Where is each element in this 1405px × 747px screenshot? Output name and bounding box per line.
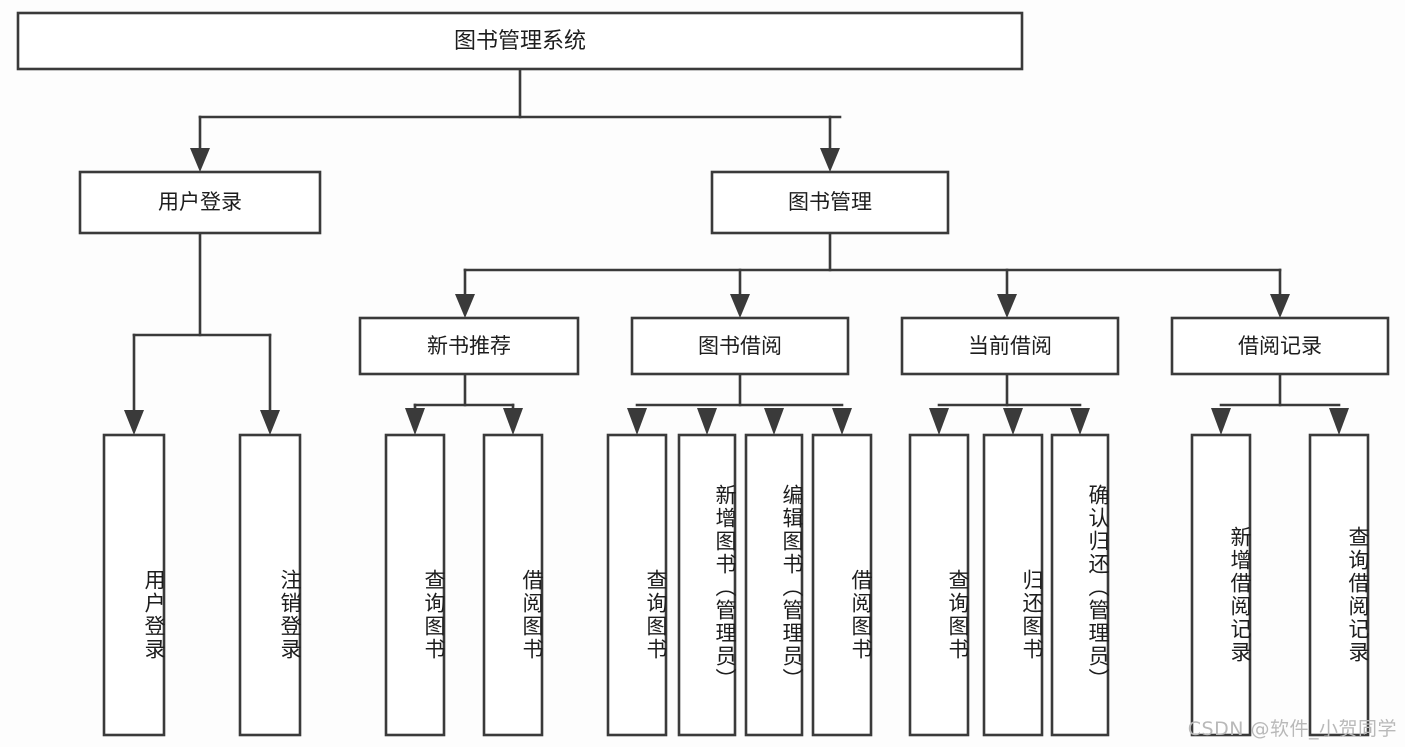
arrow-head-record-l2 bbox=[1329, 408, 1349, 435]
node-book-borrow-label: 图书借阅 bbox=[698, 334, 782, 358]
arrow-head-user-leaf2 bbox=[260, 410, 280, 435]
node-current-borrow-label: 当前借阅 bbox=[968, 334, 1052, 358]
leaf-rect-edit-book-admin[interactable] bbox=[744, 433, 804, 737]
node-borrow-record[interactable]: 借阅记录 bbox=[1170, 316, 1390, 376]
node-user-login[interactable]: 用户登录 bbox=[78, 170, 322, 235]
leaf-rect-borrow-book-rec[interactable] bbox=[482, 433, 544, 737]
connector-group-new-book bbox=[405, 372, 523, 435]
node-user-login-rect[interactable] bbox=[78, 170, 322, 235]
arrow-head-bookmgmt-c4 bbox=[1270, 294, 1290, 318]
arrow-head-current-l3 bbox=[1070, 408, 1090, 435]
connector-group-root bbox=[190, 67, 842, 172]
leaf-rect-borrow-book[interactable] bbox=[811, 433, 873, 737]
leaf-rect-return-book[interactable] bbox=[982, 433, 1044, 737]
leaf-node-rects bbox=[102, 433, 1370, 737]
arrow-head-current-l1 bbox=[929, 408, 949, 435]
node-new-book-recommend-rect[interactable] bbox=[358, 316, 580, 376]
arrow-head-user-leaf1 bbox=[124, 410, 144, 435]
csdn-watermark: CSDN @软件_小贺同学 bbox=[1187, 718, 1397, 740]
arrow-head-borrow-l4 bbox=[832, 408, 852, 435]
leaf-rect-query-book-borrow[interactable] bbox=[606, 433, 668, 737]
arrow-head-borrow-l1 bbox=[627, 408, 647, 435]
node-book-borrow-rect[interactable] bbox=[630, 316, 850, 376]
node-borrow-record-rect[interactable] bbox=[1170, 316, 1390, 376]
leaf-rect-query-book-current[interactable] bbox=[908, 433, 970, 737]
connector-group-current-borrow bbox=[929, 372, 1090, 435]
connector-group-user-login bbox=[124, 231, 280, 435]
node-book-management[interactable]: 图书管理 bbox=[710, 170, 950, 235]
arrow-head-record-l1 bbox=[1211, 408, 1231, 435]
arrow-head-newbook-l1 bbox=[405, 408, 425, 435]
node-current-borrow[interactable]: 当前借阅 bbox=[900, 316, 1120, 376]
arrow-head-root-to-user bbox=[190, 148, 210, 172]
node-root-rect[interactable] bbox=[16, 11, 1024, 71]
leaf-rect-query-book-rec[interactable] bbox=[384, 433, 446, 737]
arrow-head-bookmgmt-c2 bbox=[730, 294, 750, 318]
leaf-rect-add-book-admin[interactable] bbox=[677, 433, 737, 737]
leaf-rect-user-login[interactable] bbox=[102, 433, 166, 737]
leaf-rect-add-borrow-record[interactable] bbox=[1190, 433, 1252, 737]
arrow-head-current-l2 bbox=[1003, 408, 1023, 435]
node-root[interactable]: 图书管理系统 bbox=[16, 11, 1024, 71]
arrow-head-bookmgmt-c1 bbox=[455, 294, 475, 318]
leaf-rect-confirm-return-admin[interactable] bbox=[1050, 433, 1110, 737]
leaf-rect-logout[interactable] bbox=[238, 433, 302, 737]
arrow-head-root-to-book bbox=[820, 148, 840, 172]
node-root-label: 图书管理系统 bbox=[454, 29, 586, 54]
arrow-head-bookmgmt-c3 bbox=[997, 294, 1017, 318]
leaf-rect-query-borrow-record[interactable] bbox=[1308, 433, 1370, 737]
connector-group-borrow-record bbox=[1211, 372, 1349, 435]
node-new-book-recommend-label: 新书推荐 bbox=[427, 334, 511, 358]
arrow-head-borrow-l3 bbox=[764, 408, 784, 435]
node-current-borrow-rect[interactable] bbox=[900, 316, 1120, 376]
node-user-login-label: 用户登录 bbox=[158, 190, 242, 214]
connector-group-book-borrow bbox=[627, 372, 852, 435]
arrow-head-borrow-l2 bbox=[697, 408, 717, 435]
node-book-management-label: 图书管理 bbox=[788, 190, 872, 214]
connector-group-book-mgmt bbox=[455, 231, 1290, 318]
node-book-management-rect[interactable] bbox=[710, 170, 950, 235]
node-borrow-record-label: 借阅记录 bbox=[1238, 334, 1322, 358]
node-book-borrow[interactable]: 图书借阅 bbox=[630, 316, 850, 376]
arrow-head-newbook-l2 bbox=[503, 408, 523, 435]
node-new-book-recommend[interactable]: 新书推荐 bbox=[358, 316, 580, 376]
